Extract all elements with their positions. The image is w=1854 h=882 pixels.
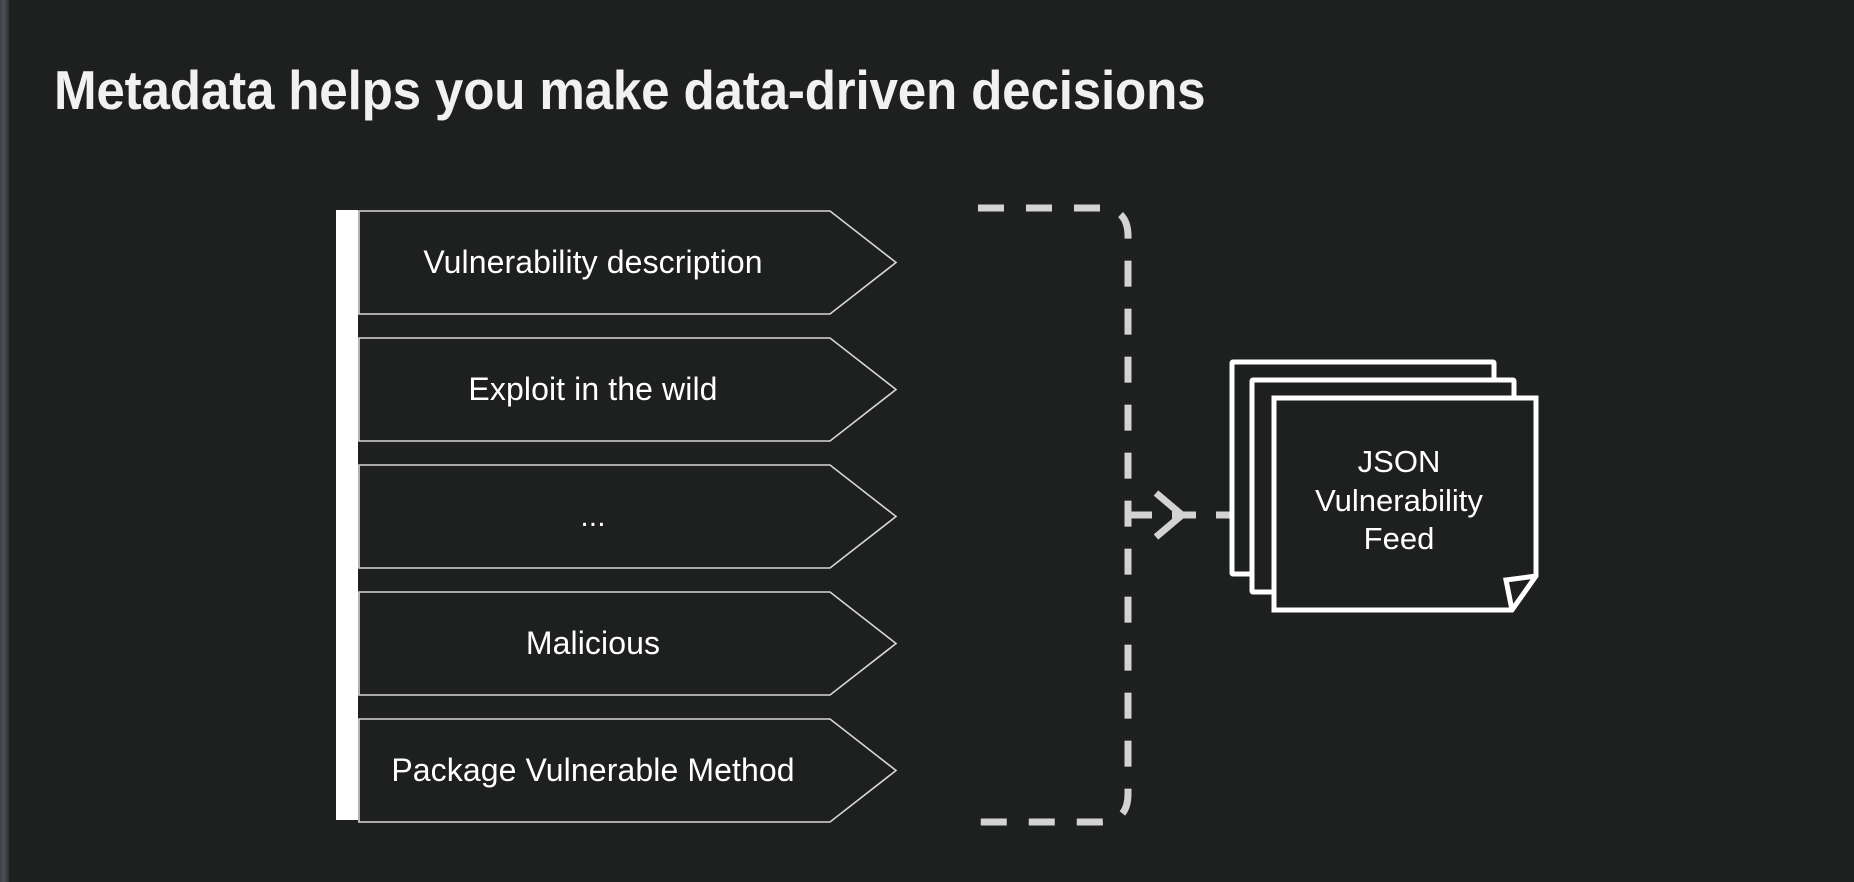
list-item-label: ... xyxy=(580,499,606,533)
slide-left-edge-rim xyxy=(0,0,9,882)
json-feed-label-line-3: Feed xyxy=(1363,521,1435,557)
json-feed-label-line-2: Vulnerability xyxy=(1315,482,1483,518)
page-title: Metadata helps you make data-driven deci… xyxy=(54,58,1206,121)
list-item-label: Malicious xyxy=(525,625,661,661)
metadata-attribute-funnel: Vulnerability description Exploit in the… xyxy=(330,200,990,830)
document-fold-corner-icon xyxy=(1503,573,1537,611)
json-feed-label-group: JSON Vulnerability Feed xyxy=(1274,406,1524,596)
list-item[interactable]: Package Vulnerable Method xyxy=(358,718,898,823)
chevron-shape-icon xyxy=(358,464,898,569)
json-feed-label-line-1: JSON xyxy=(1357,443,1441,479)
chevron-shape-icon xyxy=(358,718,898,823)
list-item[interactable]: Vulnerability description xyxy=(358,210,898,315)
list-item[interactable]: Malicious xyxy=(358,591,898,696)
chevron-shape-icon xyxy=(358,337,898,442)
document-card-front-icon xyxy=(1271,395,1539,613)
chevron-shape-icon xyxy=(358,591,898,696)
chevron-shape-icon xyxy=(358,210,898,315)
arrow-head-icon xyxy=(1153,490,1188,540)
funnel-accent-bar xyxy=(336,210,358,820)
list-item-label: Exploit in the wild xyxy=(468,371,718,407)
list-item-label: Package Vulnerable Method xyxy=(391,752,795,788)
json-vulnerability-feed-card[interactable]: JSON Vulnerability Feed xyxy=(1228,358,1568,618)
bracket-path-icon xyxy=(978,204,1132,826)
list-item[interactable]: ... xyxy=(358,464,898,569)
list-item[interactable]: Exploit in the wild xyxy=(358,337,898,442)
list-item-label: Vulnerability description xyxy=(423,244,763,280)
